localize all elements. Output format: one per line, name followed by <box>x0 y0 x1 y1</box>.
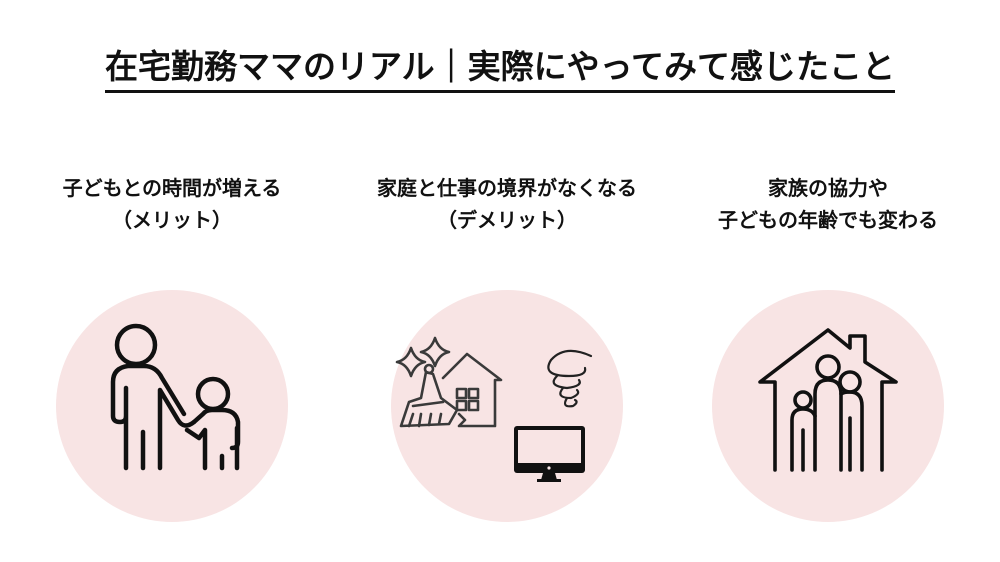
column-label-demerit: 家庭と仕事の境界がなくなる （デメリット） <box>342 172 672 236</box>
column-label-line1: 家庭と仕事の境界がなくなる <box>377 176 637 200</box>
column-label-merit: 子どもとの時間が増える （メリット） <box>7 172 337 236</box>
column-label-line2: （メリット） <box>112 208 232 232</box>
column-label-line2: （デメリット） <box>437 208 577 232</box>
parent-child-icon <box>110 323 241 471</box>
sparkle-icon <box>419 336 451 368</box>
page-title: 在宅勤務ママのリアル｜実際にやってみて感じたこと <box>0 46 1000 93</box>
house-icon <box>441 352 503 428</box>
column-label-line2: 子どもの年齢でも変わる <box>718 208 938 232</box>
page-title-text: 在宅勤務ママのリアル｜実際にやってみて感じたこと <box>104 46 896 93</box>
family-house-icon <box>758 328 898 472</box>
broom-icon <box>399 363 459 428</box>
column-label-family: 家族の協力や 子どもの年齢でも変わる <box>663 172 993 236</box>
column-label-line1: 家族の協力や <box>768 176 888 200</box>
sparkle-icon <box>395 346 427 378</box>
whirlwind-icon <box>547 349 593 408</box>
house-cleaning-computer-icon <box>395 336 593 482</box>
icon-circle-demerit <box>391 290 623 522</box>
icon-circle-family <box>712 290 944 522</box>
monitor-icon <box>514 426 585 482</box>
column-label-line1: 子どもとの時間が増える <box>62 176 282 200</box>
icon-circle-merit <box>56 290 288 522</box>
